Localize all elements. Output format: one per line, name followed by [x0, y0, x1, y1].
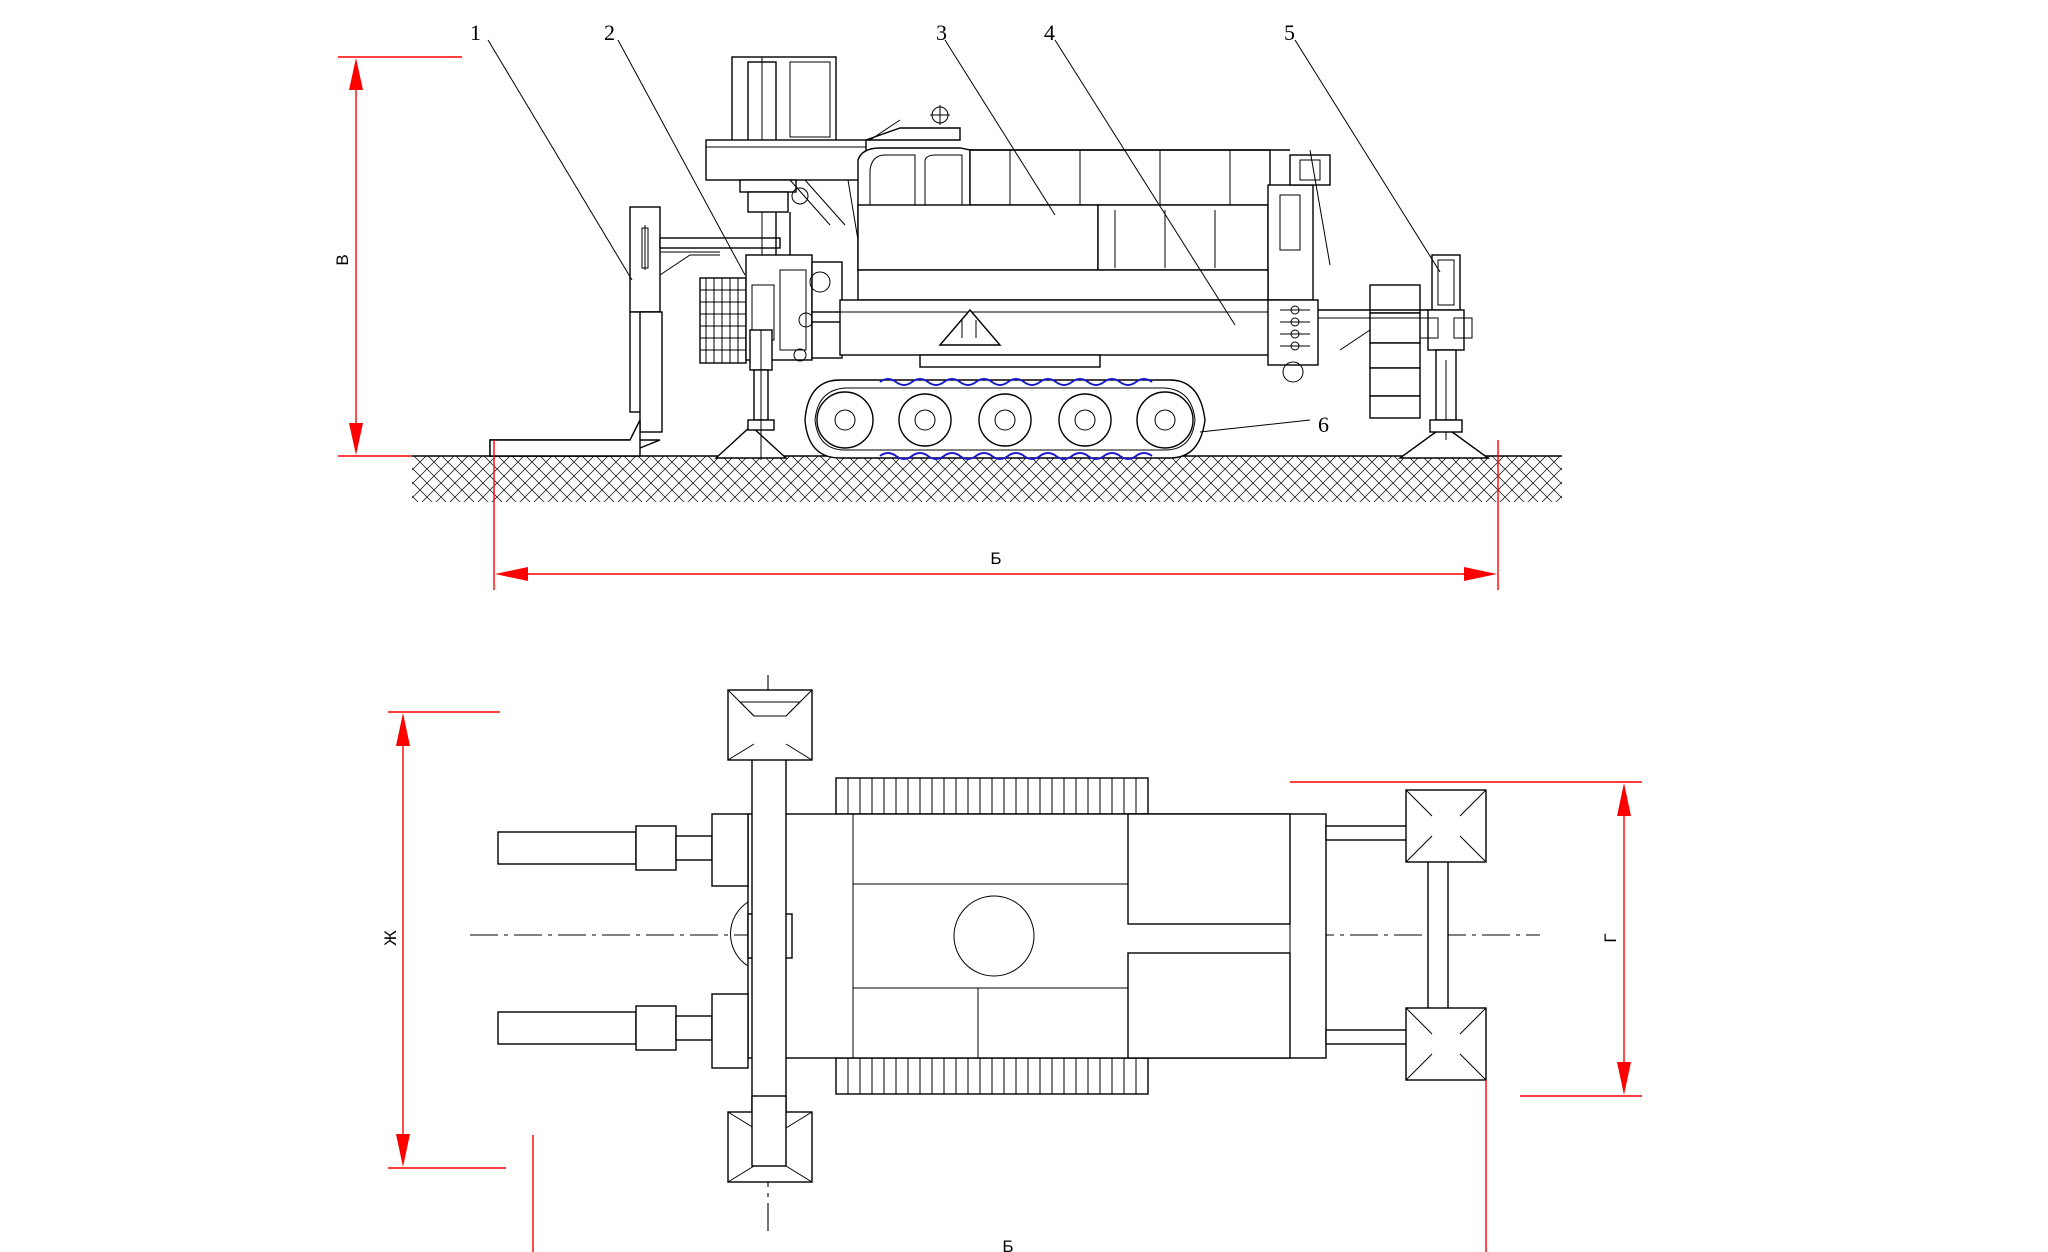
chassis: [839, 269, 1319, 383]
front-outrigger: [747, 329, 775, 460]
plan-track-lower: [835, 1057, 1149, 1095]
dimension-height: В: [333, 56, 462, 457]
callout-leaders: [487, 39, 1441, 433]
plan-rear-outriggers: [1325, 789, 1487, 1081]
front-stand: [489, 206, 781, 457]
side-view: 1 2 3 4 5 6 В Б: [333, 20, 1562, 590]
rear-outrigger: [1419, 254, 1473, 440]
plan-front-outriggers: [727, 689, 813, 1183]
callout-3: 3: [936, 20, 947, 45]
dimension-width-track-label: Г: [1601, 933, 1620, 942]
plan-hull: [747, 813, 1327, 1059]
ground: [412, 455, 1562, 502]
dimension-length-side-label: Б: [990, 549, 1001, 568]
rear-steps: [1318, 284, 1440, 419]
dimension-width-total-label: Ж: [381, 930, 400, 946]
main-body: [857, 149, 1331, 301]
dimension-length-side: Б: [493, 440, 1499, 590]
callout-numbers: 1 2 3 4 5 6: [470, 20, 1329, 437]
dimension-width-total: Ж: [381, 711, 506, 1169]
callout-1: 1: [470, 20, 481, 45]
plan-track-upper: [835, 777, 1149, 815]
callout-4: 4: [1044, 20, 1055, 45]
callout-2: 2: [604, 20, 615, 45]
plan-front-rods: [497, 813, 793, 1069]
callout-6: 6: [1318, 412, 1329, 437]
crawler-track: [804, 378, 1206, 460]
dimension-width-track: Г: [1290, 781, 1642, 1097]
mast: [705, 56, 961, 330]
callout-5: 5: [1284, 20, 1295, 45]
plan-view: Ж Г Б: [381, 675, 1642, 1252]
road-wheels: [816, 391, 1194, 449]
dimension-height-label: В: [333, 254, 352, 265]
dimension-length-plan-label: Б: [1002, 1237, 1013, 1252]
dimension-length-plan: Б: [532, 1080, 1487, 1252]
